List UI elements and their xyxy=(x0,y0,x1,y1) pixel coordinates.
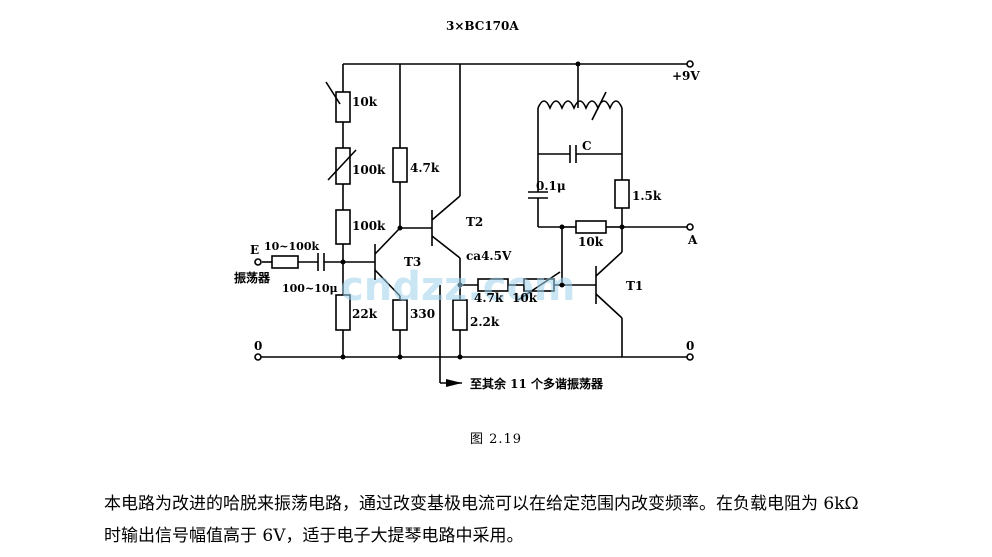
resistor-10k-pot xyxy=(335,91,351,123)
label-ground-right: 0 xyxy=(686,339,694,353)
resistor-4.7k xyxy=(392,147,408,183)
label-1.5k: 1.5k xyxy=(632,189,662,203)
label-input-c: 100~10μ xyxy=(282,282,338,295)
label-to-others: 至其余 11 个多谐振荡器 xyxy=(470,376,604,391)
label-t2: T2 xyxy=(466,215,483,229)
label-330: 330 xyxy=(410,307,435,321)
resistor-100k-pot xyxy=(335,147,351,185)
description-text: 本电路为改进的哈脱来振荡电路，通过改变基极电流可以在给定范围内改变频率。在负载电… xyxy=(104,494,859,546)
label-100k: 100k xyxy=(352,219,386,233)
label-oscillator: 振荡器 xyxy=(234,270,271,285)
label-ca4.5v: ca4.5V xyxy=(466,249,512,263)
resistor-10k-out xyxy=(575,220,607,234)
label-output-a: A xyxy=(687,233,698,247)
resistor-input xyxy=(271,255,299,269)
label-2.2k: 2.2k xyxy=(470,315,500,329)
label-input-e: E xyxy=(250,243,259,257)
label-cap-c: C xyxy=(582,139,592,153)
resistor-100k xyxy=(335,209,351,245)
figure-caption: 图 2.19 xyxy=(469,432,523,447)
label-10k-out: 10k xyxy=(578,235,604,249)
label-4.7k: 4.7k xyxy=(410,161,440,175)
label-input-r: 10~100k xyxy=(264,240,319,253)
watermark-text: cndzz.com xyxy=(340,264,575,310)
label-100k-pot: 100k xyxy=(352,163,386,177)
label-22k: 22k xyxy=(352,307,378,321)
label-supply: +9V xyxy=(672,69,700,83)
label-t3: T3 xyxy=(404,255,421,269)
label-t1: T1 xyxy=(626,279,643,293)
resistor-1.5k xyxy=(614,179,630,209)
label-ground-left: 0 xyxy=(254,339,262,353)
label-4.7k-b: 4.7k xyxy=(474,291,504,305)
label-cap-0.1u: 0.1μ xyxy=(536,179,566,193)
diagram-title: 3×BC170A xyxy=(446,19,519,33)
label-10k-b: 10k xyxy=(512,291,538,305)
label-10k-top: 10k xyxy=(352,95,378,109)
inductor-coil xyxy=(537,100,623,111)
